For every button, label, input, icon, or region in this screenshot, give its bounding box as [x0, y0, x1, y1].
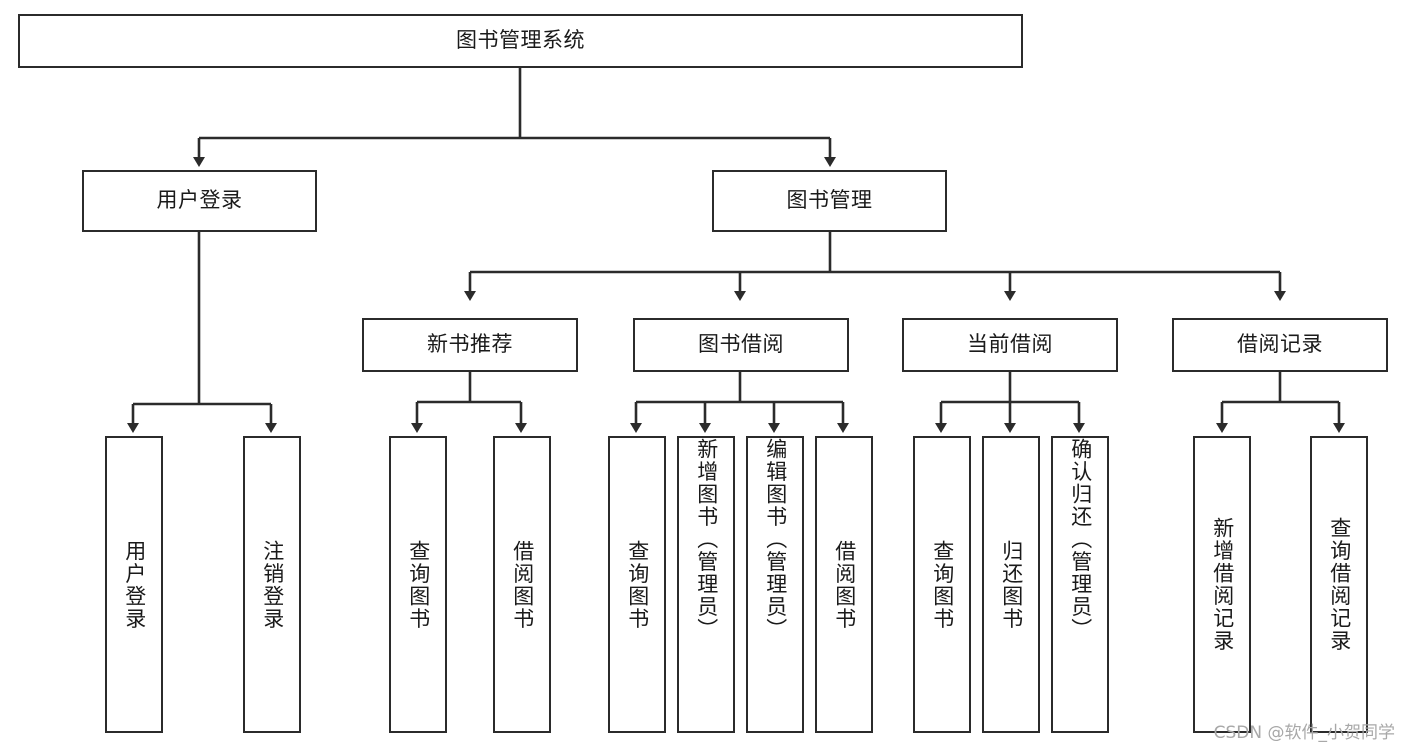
leaf-newbook-borrow-book[interactable]: 借阅图书 [493, 436, 551, 733]
node-label: 用户登录 [122, 539, 147, 630]
node-label: 图书管理系统 [456, 28, 585, 53]
leaf-user-login-login[interactable]: 用户登录 [105, 436, 163, 733]
node-label: 注销登录 [260, 539, 285, 630]
node-label: 借阅记录 [1237, 332, 1323, 357]
node-borrow-record[interactable]: 借阅记录 [1172, 318, 1388, 372]
node-label: 新书推荐 [427, 332, 513, 357]
leaf-borrow-query-book[interactable]: 查询图书 [608, 436, 666, 733]
leaf-current-query-book[interactable]: 查询图书 [913, 436, 971, 733]
csdn-watermark: CSDN @软件_小贺同学 [1213, 723, 1395, 743]
node-label: 当前借阅 [967, 332, 1053, 357]
node-label: 编辑图书（管理员） [763, 438, 788, 641]
leaf-record-query-record[interactable]: 查询借阅记录 [1310, 436, 1368, 733]
node-label: 新增借阅记录 [1210, 517, 1235, 652]
node-label: 借阅图书 [510, 539, 535, 630]
leaf-newbook-query-book[interactable]: 查询图书 [389, 436, 447, 733]
node-user-login[interactable]: 用户登录 [82, 170, 317, 232]
leaf-borrow-edit-book-admin[interactable]: 编辑图书（管理员） [746, 436, 804, 733]
leaf-current-return-book[interactable]: 归还图书 [982, 436, 1040, 733]
node-label: 新增图书（管理员） [694, 438, 719, 641]
node-current-borrow[interactable]: 当前借阅 [902, 318, 1118, 372]
leaf-record-add-record[interactable]: 新增借阅记录 [1193, 436, 1251, 733]
node-label: 查询图书 [930, 539, 955, 630]
leaf-borrow-borrow-book[interactable]: 借阅图书 [815, 436, 873, 733]
leaf-borrow-add-book-admin[interactable]: 新增图书（管理员） [677, 436, 735, 733]
leaf-user-login-logout[interactable]: 注销登录 [243, 436, 301, 733]
leaf-current-confirm-return-admin[interactable]: 确认归还（管理员） [1051, 436, 1109, 733]
node-label: 用户登录 [156, 188, 243, 213]
node-label: 图书借阅 [698, 332, 784, 357]
node-label: 归还图书 [999, 539, 1024, 630]
node-label: 图书管理 [786, 188, 873, 213]
node-book-management[interactable]: 图书管理 [712, 170, 947, 232]
node-new-book-recommend[interactable]: 新书推荐 [362, 318, 578, 372]
node-label: 借阅图书 [832, 539, 857, 630]
node-root-book-management-system[interactable]: 图书管理系统 [18, 14, 1023, 68]
node-label: 查询图书 [625, 539, 650, 630]
node-label: 确认归还（管理员） [1068, 438, 1093, 641]
node-book-borrow[interactable]: 图书借阅 [633, 318, 849, 372]
node-label: 查询借阅记录 [1327, 517, 1352, 652]
node-label: 查询图书 [406, 539, 431, 630]
